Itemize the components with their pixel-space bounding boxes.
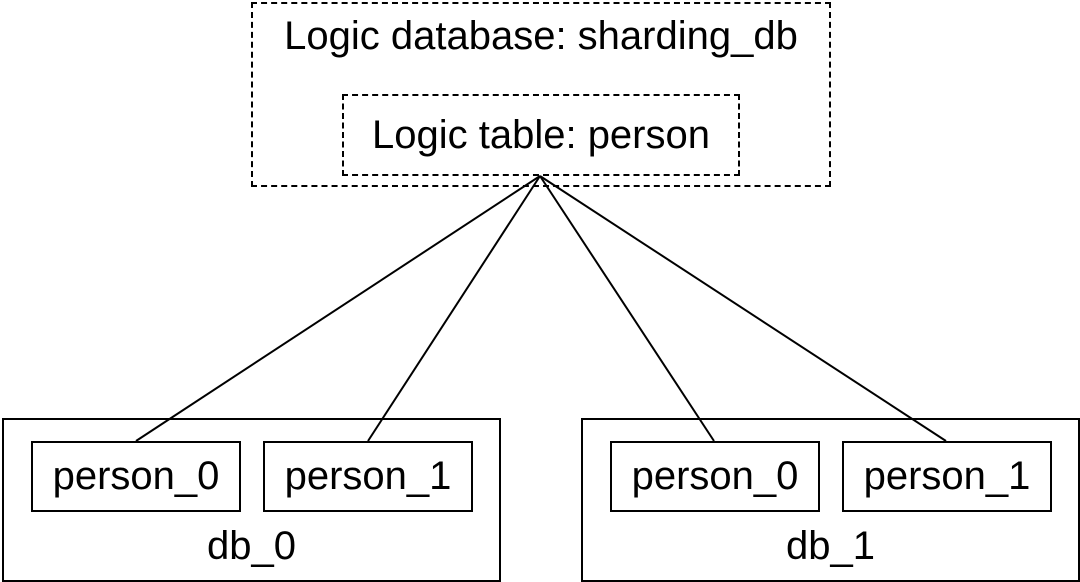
logic-database-label: Logic database: sharding_db	[284, 14, 798, 58]
table-label: person_0	[52, 454, 220, 498]
logic-table-label: Logic table: person	[371, 112, 710, 157]
table-label: person_1	[863, 454, 1031, 498]
db0-table-person0: person_0	[31, 441, 241, 512]
logic-table-box: Logic table: person	[342, 94, 740, 176]
connector-db1-person0	[539, 175, 715, 442]
connector-db0-person1	[367, 175, 541, 442]
db1-table-person0: person_0	[610, 441, 820, 512]
database-db0-box	[2, 418, 501, 582]
database-db1-label: db_1	[786, 524, 875, 568]
database-db0-label: db_0	[207, 524, 296, 568]
table-label: person_0	[631, 454, 799, 498]
table-label: person_1	[284, 454, 452, 498]
connector-db0-person0	[135, 175, 541, 442]
db1-table-person1: person_1	[842, 441, 1052, 512]
logic-database-box	[251, 2, 831, 187]
connector-db1-person1	[539, 175, 947, 442]
database-db1-box	[581, 418, 1080, 582]
db0-table-person1: person_1	[263, 441, 473, 512]
